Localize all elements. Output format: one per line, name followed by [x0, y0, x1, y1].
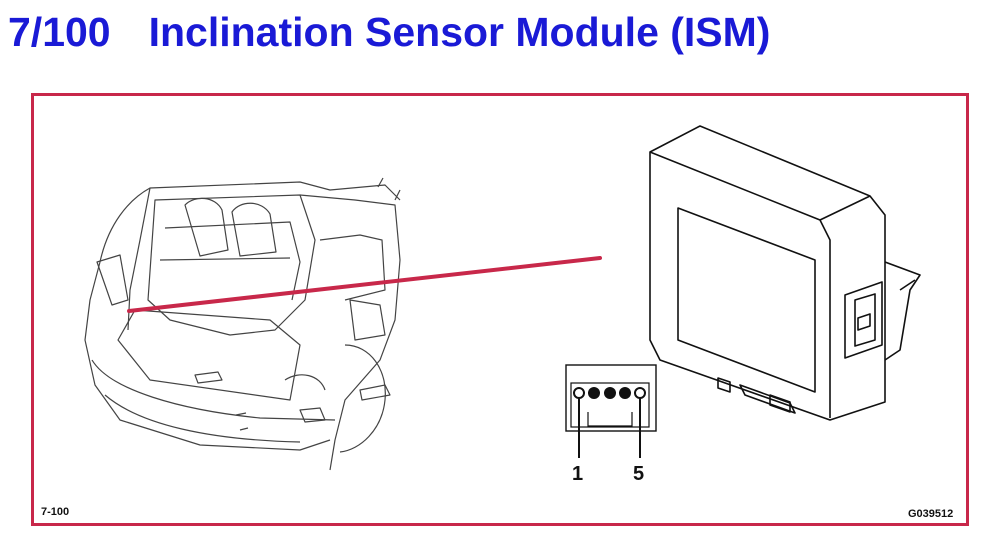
connector-key — [587, 412, 633, 427]
pin-4 — [619, 387, 631, 399]
pin-5-label: 5 — [633, 463, 644, 485]
connector-inner-housing — [570, 382, 650, 428]
vehicle-rear-drawing — [84, 177, 401, 471]
page-title: 7/100 Inclination Sensor Module (ISM) — [8, 4, 770, 60]
pin-1 — [573, 387, 585, 399]
location-pointer-line — [127, 256, 602, 313]
pin-5 — [634, 387, 646, 399]
pin-3 — [604, 387, 616, 399]
connector-pinout: 1 5 — [565, 364, 657, 485]
section-code: 7/100 — [8, 8, 111, 55]
sensor-module-drawing — [649, 125, 921, 421]
image-id: G039512 — [908, 508, 954, 520]
pin-2 — [588, 387, 600, 399]
pin-1-label: 1 — [572, 463, 583, 485]
figure-id: 7-100 — [41, 506, 70, 518]
section-title: Inclination Sensor Module (ISM) — [148, 8, 771, 55]
figure-frame — [31, 93, 969, 526]
